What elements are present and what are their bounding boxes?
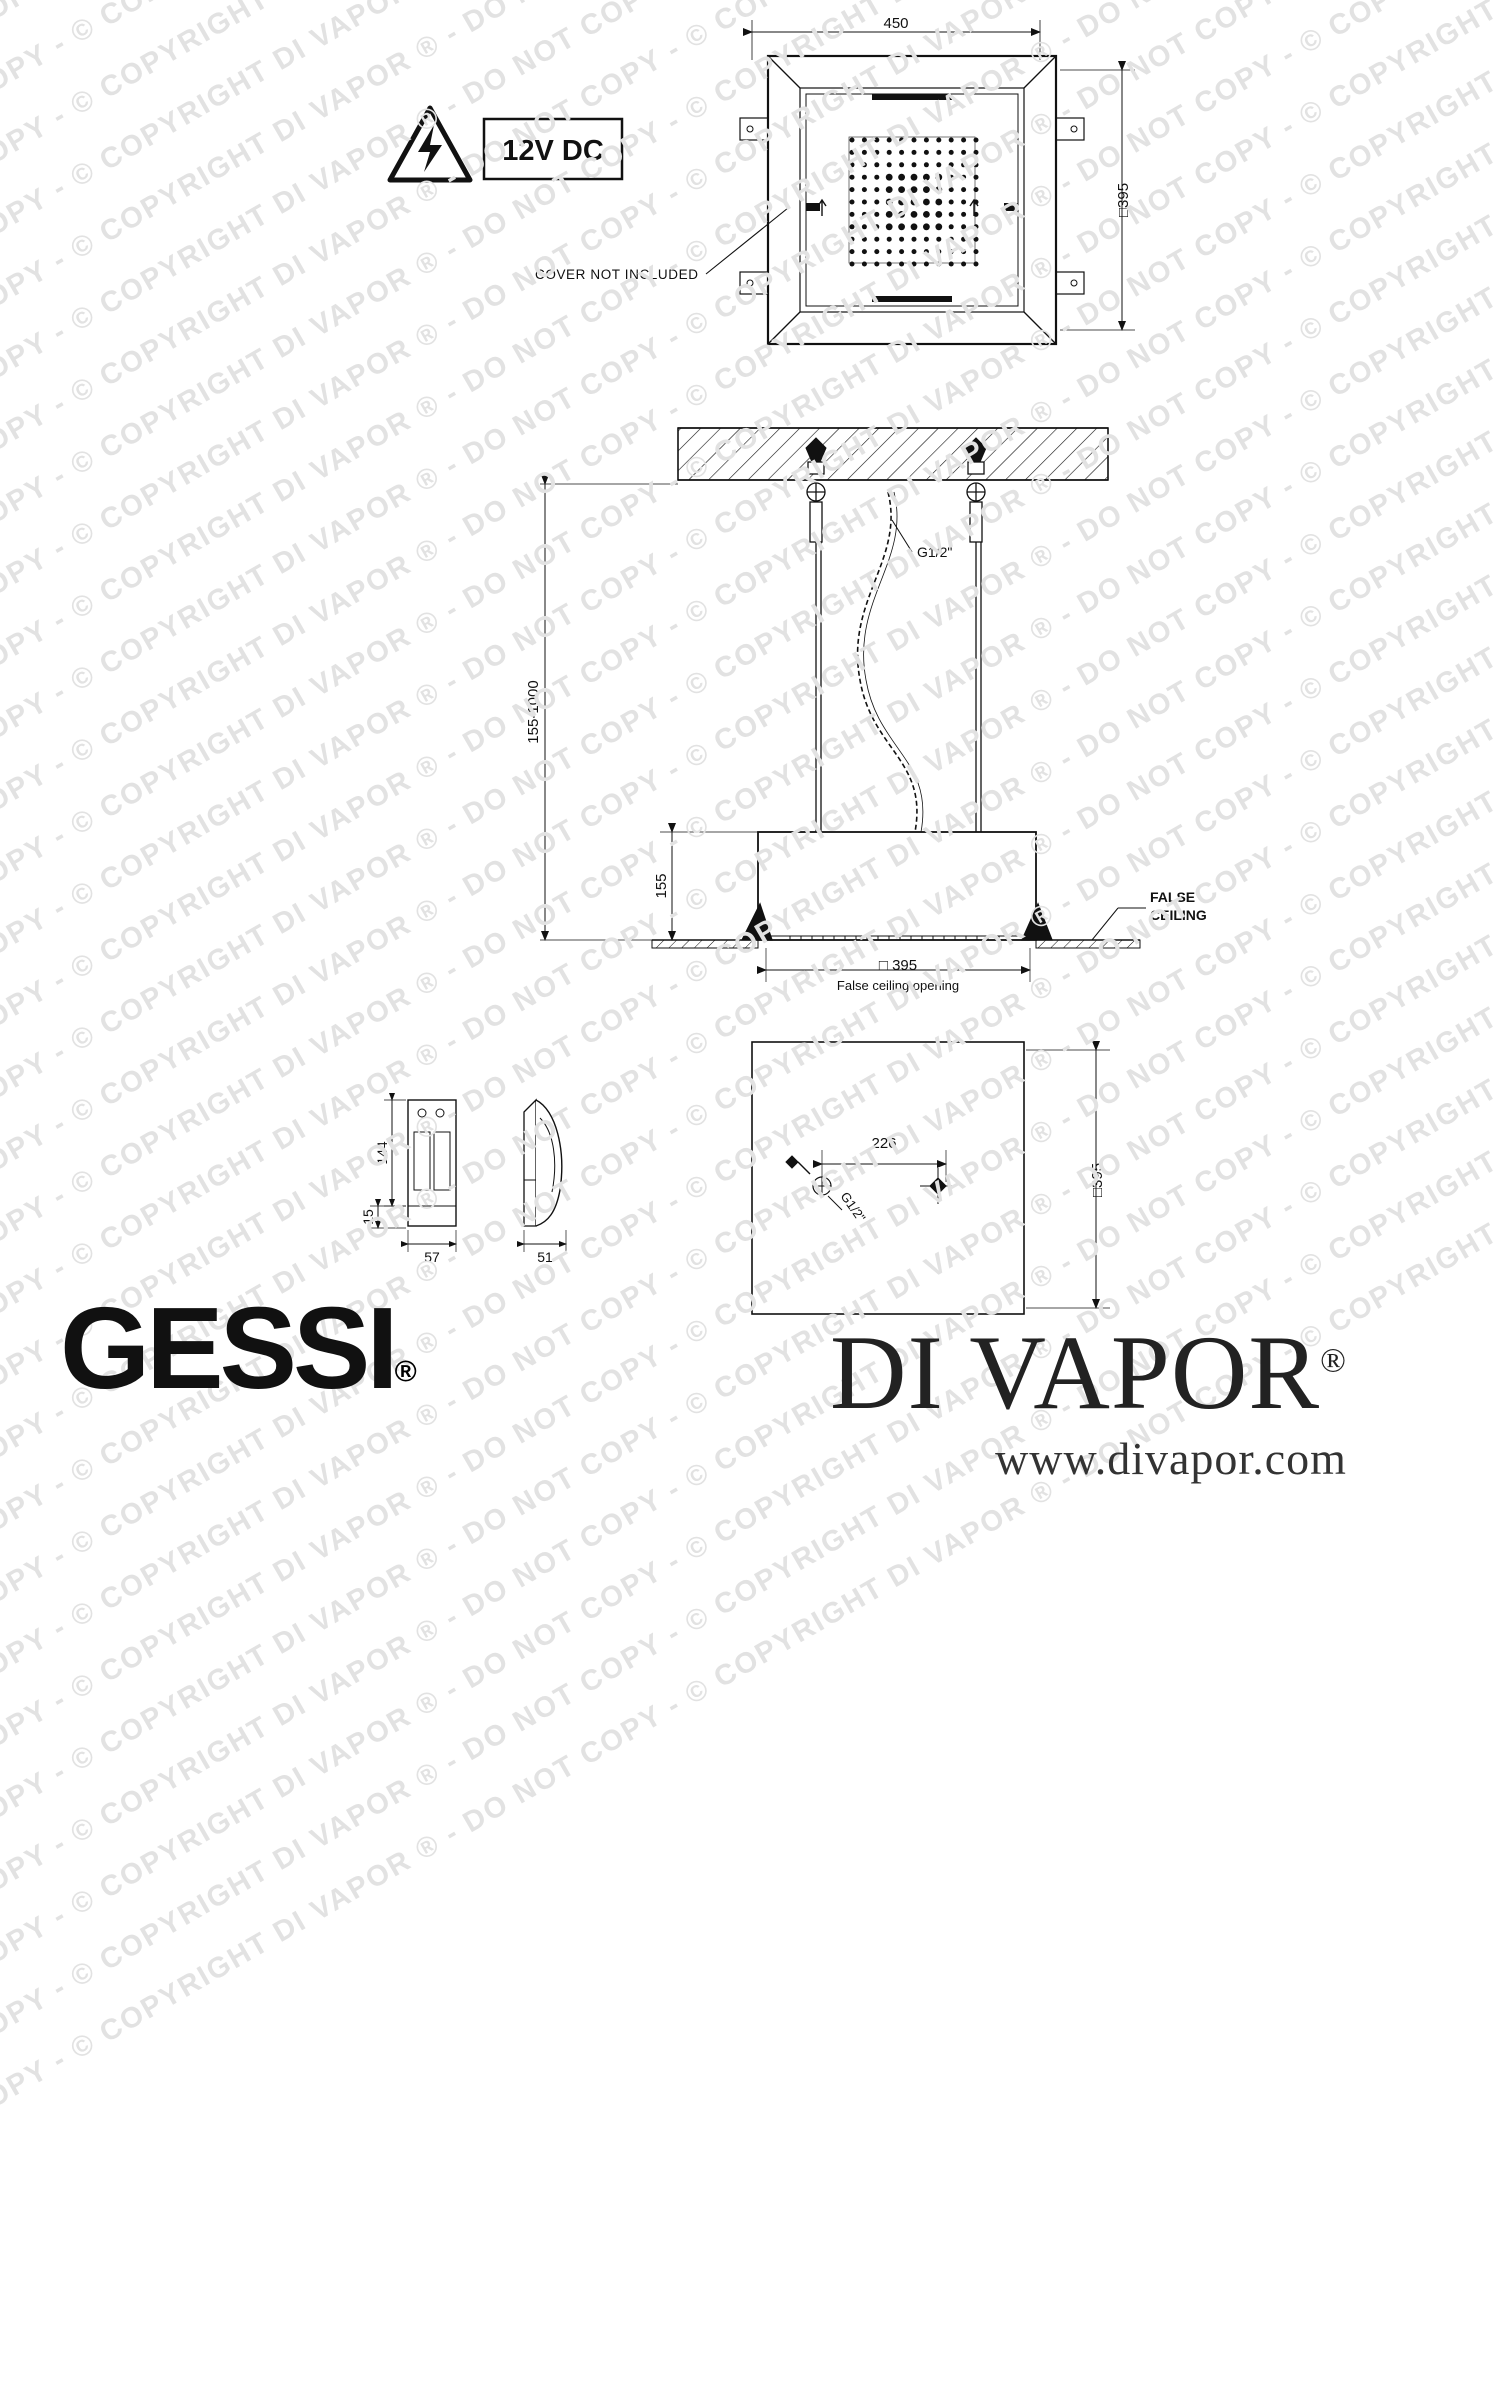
divapor-url: www.divapor.com	[995, 1433, 1347, 1484]
dim-top-width: 450	[883, 15, 908, 32]
gessi-logo: GESSI®	[60, 1290, 417, 1406]
dim-opening: □ 395	[879, 957, 917, 974]
technical-drawing-svg: 12V DC COVER NOT INCLUDED 450 □395 G1/2"…	[360, 15, 1207, 1315]
bracket-side-view	[517, 1098, 567, 1252]
false-ceiling-opening-label: False ceiling opening	[837, 978, 959, 993]
top-view	[705, 20, 1135, 346]
divapor-wordmark: DI VAPOR	[830, 1314, 1321, 1431]
dim-top-height: □395	[1115, 183, 1132, 217]
bottom-plan-view	[751, 1041, 1110, 1315]
dim-bracket-width: 57	[424, 1249, 440, 1265]
dim-body-height: 155	[653, 873, 670, 898]
section-view	[540, 427, 1146, 982]
divapor-registered-mark: ®	[1320, 1342, 1347, 1380]
gessi-registered-mark: ®	[394, 1355, 417, 1389]
voltage-box	[482, 117, 624, 181]
bracket-front-view	[370, 1093, 457, 1252]
dim-drop-range: 155-1000	[525, 680, 542, 743]
warning-triangle-icon	[387, 105, 473, 183]
voltage-label: 12V DC	[502, 135, 604, 167]
dim-bracket-height: 144	[374, 1141, 390, 1165]
false-ceiling-label-line2: CEILING	[1150, 907, 1207, 923]
gessi-wordmark: GESSI	[60, 1283, 399, 1413]
dim-bracket-lip: 15	[360, 1209, 376, 1225]
cover-note-label: COVER NOT INCLUDED	[535, 267, 699, 282]
dim-bracket-side-width: 51	[537, 1249, 553, 1265]
dim-plan-center-distance: 226	[871, 1135, 896, 1152]
dim-plan-height: □395	[1089, 1163, 1106, 1197]
false-ceiling-label-line1: FALSE	[1150, 889, 1195, 905]
divapor-logo: DI VAPOR® www.divapor.com	[830, 1320, 1347, 1485]
thread-label: G1/2"	[917, 544, 952, 560]
